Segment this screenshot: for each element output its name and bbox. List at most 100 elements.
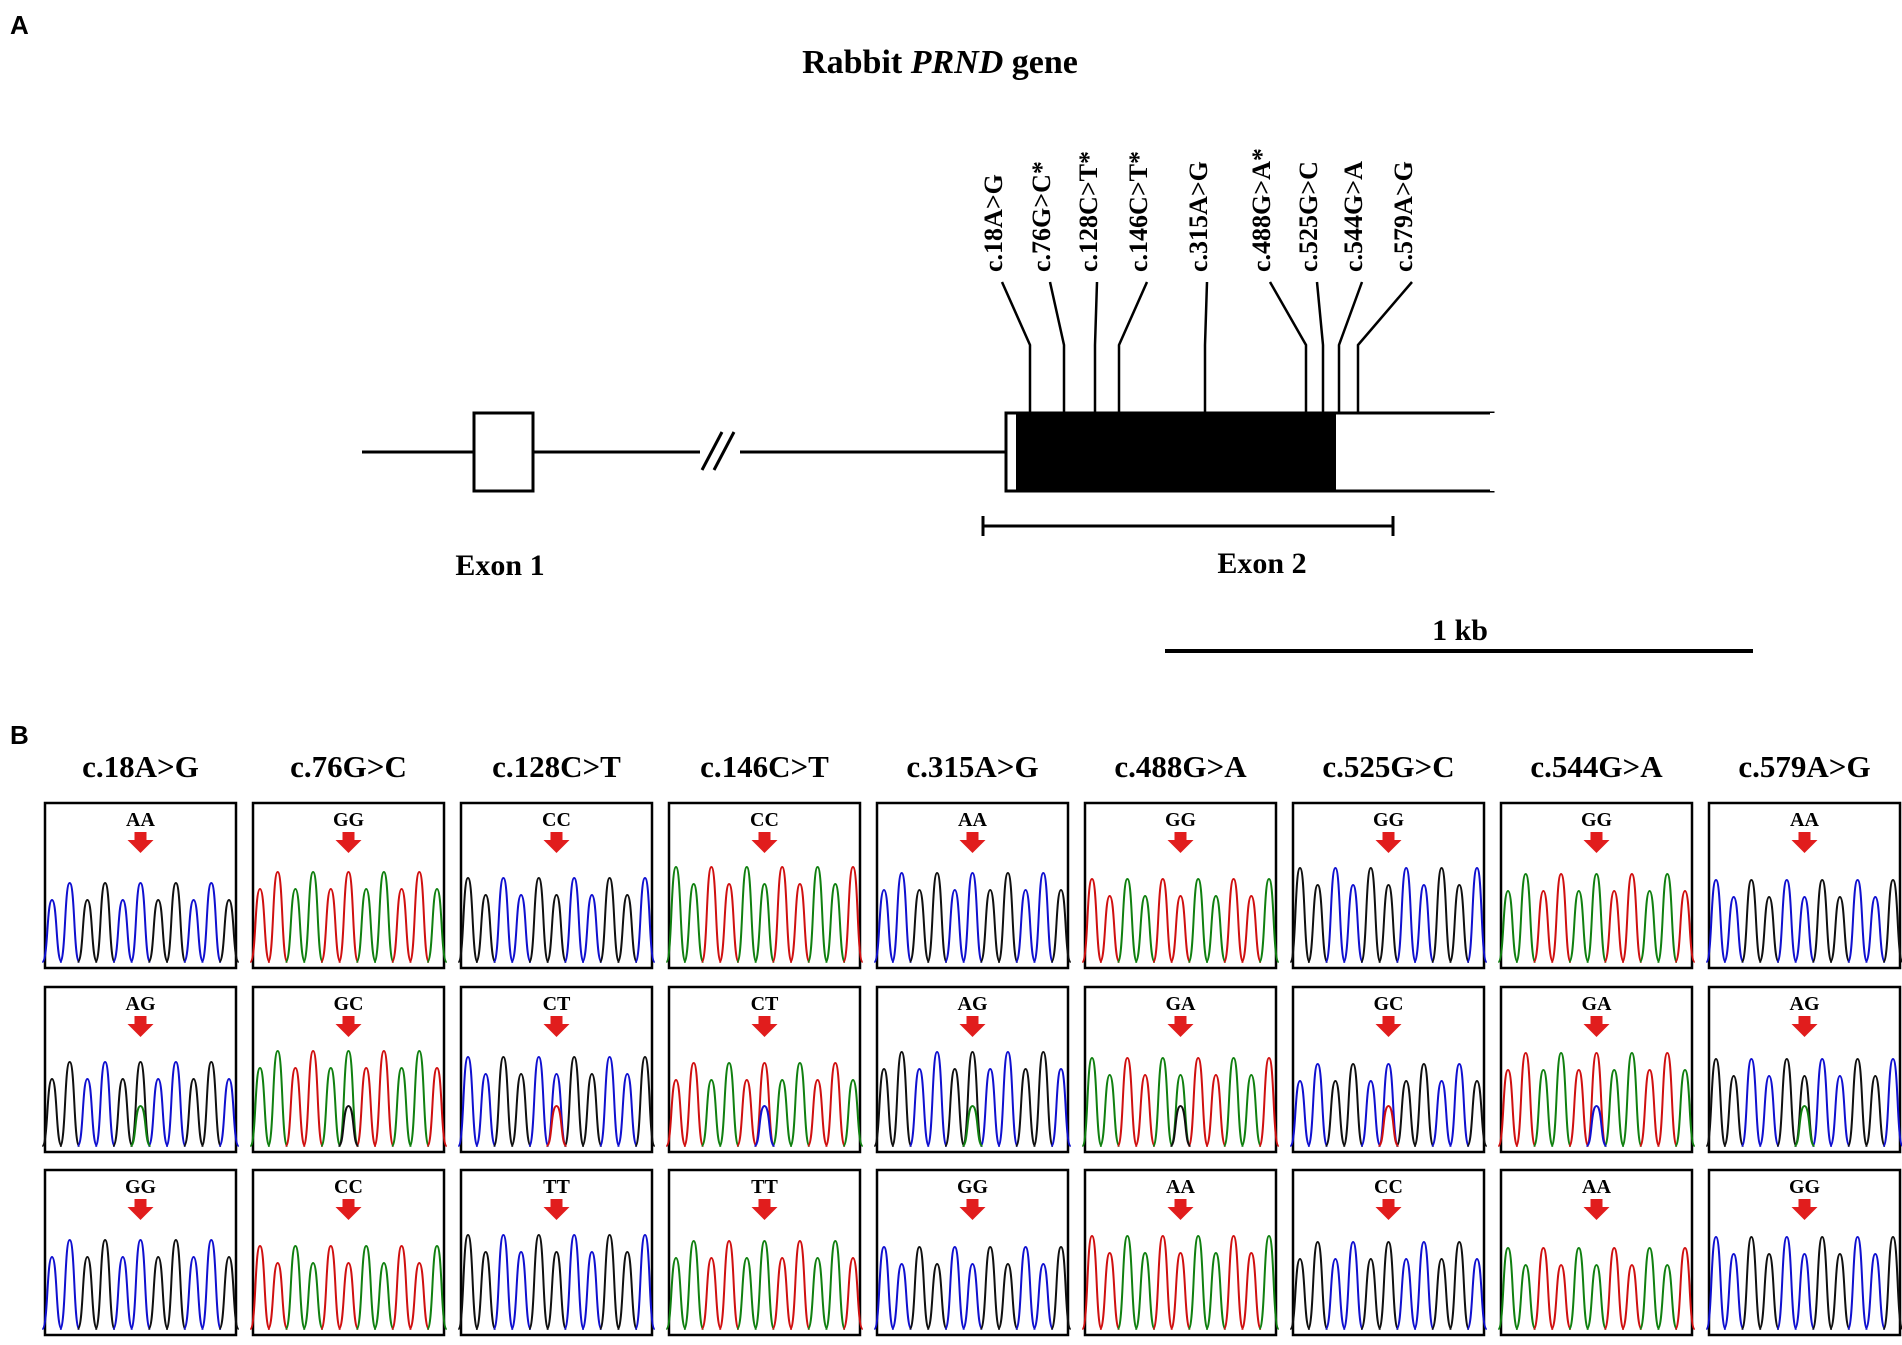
chromatogram-trace [249, 1244, 448, 1330]
snp-label: c.544G>A [1339, 161, 1368, 272]
chromatogram-frame [875, 1168, 1070, 1337]
chromatogram-frame [667, 985, 862, 1154]
genotype-label: CC [334, 1176, 363, 1198]
genotype-label: AA [1166, 1176, 1195, 1198]
position-arrow-icon [1791, 1199, 1818, 1220]
snp-label: c.488G>A* [1247, 148, 1276, 272]
chromatogram-panel: AA [1497, 1168, 1696, 1337]
genotype-label: GC [1374, 993, 1404, 1015]
snp-column-header: c.76G>C [290, 749, 407, 784]
chromatogram-panel: CC [457, 801, 656, 970]
genotype-label: AG [126, 993, 156, 1015]
chromatogram-frame [43, 801, 238, 970]
snp-label: c.76G>C* [1027, 161, 1056, 272]
chromatogram-trace [665, 865, 864, 963]
snp-column-header: c.315A>G [906, 749, 1038, 784]
chromatogram-frame [1707, 985, 1902, 1154]
chromatogram-frame [1499, 985, 1694, 1154]
position-arrow-icon [1375, 832, 1402, 853]
position-arrow-icon [1167, 1199, 1194, 1220]
snp-leader-line [1048, 281, 1066, 413]
position-arrow-icon [335, 832, 362, 853]
snp-leader-line [1093, 281, 1099, 413]
position-arrow-icon [959, 1016, 986, 1037]
snp-leader-line [1117, 281, 1149, 413]
snp-column-header: c.579A>G [1738, 749, 1870, 784]
genotype-label: GG [1373, 809, 1405, 831]
snp-column-header: c.488G>A [1114, 749, 1247, 784]
chromatogram-panel: AA [1081, 1168, 1280, 1337]
genotype-label: AA [1582, 1176, 1611, 1198]
chromatogram-panel: AA [1705, 801, 1902, 970]
genotype-label: TT [543, 1176, 570, 1198]
genotype-label: AA [1790, 809, 1819, 831]
position-arrow-icon [335, 1016, 362, 1037]
chromatogram-frame [43, 985, 238, 1154]
chromatogram-trace [1289, 866, 1488, 963]
snp-leader-line [1337, 281, 1364, 413]
chromatogram-panel: TT [457, 1168, 656, 1337]
chromatogram-trace [1497, 1246, 1696, 1330]
snp-column-header: c.544G>A [1530, 749, 1663, 784]
chromatogram-panel: CC [1289, 1168, 1488, 1337]
chromatogram-trace [1081, 877, 1280, 963]
snp-label: c.128C>T* [1074, 151, 1103, 272]
chromatogram-trace [41, 1060, 240, 1147]
snp-column-header: c.128C>T [492, 749, 621, 784]
chromatogram-trace [1081, 1056, 1280, 1147]
chromatogram-frame [43, 1168, 238, 1337]
chromatogram-frame [875, 801, 1070, 970]
exon1-box [472, 411, 535, 493]
snp-leader-line [1315, 281, 1325, 413]
chromatogram-panel: GC [249, 985, 448, 1154]
chromatogram-panel: GA [1081, 985, 1280, 1154]
position-arrow-icon [1167, 832, 1194, 853]
chromatogram-frame [1499, 1168, 1694, 1337]
position-arrow-icon [1583, 1016, 1610, 1037]
coding-region [1016, 413, 1336, 491]
position-arrow-icon [127, 832, 154, 853]
position-arrow-icon [335, 1199, 362, 1220]
position-arrow-icon [959, 1199, 986, 1220]
chromatogram-frame [459, 801, 654, 970]
exon1-label: Exon 1 [455, 549, 544, 582]
chromatogram-panel: GG [1081, 801, 1280, 970]
position-arrow-icon [1791, 832, 1818, 853]
chromatogram-trace [873, 1245, 1072, 1330]
scale-label: 1 kb [1432, 614, 1488, 647]
position-arrow-icon [543, 1016, 570, 1037]
position-arrow-icon [1583, 832, 1610, 853]
genotype-label: CC [542, 809, 571, 831]
chromatogram-panel: AG [873, 985, 1072, 1154]
position-arrow-icon [751, 832, 778, 853]
snp-leader-line [1268, 281, 1308, 413]
chromatogram-frame [251, 985, 446, 1154]
chromatogram-panel: CT [665, 985, 864, 1154]
genotype-label: AG [958, 993, 988, 1015]
chromatogram-panel: GG [1289, 801, 1488, 970]
position-arrow-icon [543, 1199, 570, 1220]
exon2-label: Exon 2 [1217, 547, 1306, 580]
chromatogram-trace [41, 881, 240, 963]
chromatogram-trace [249, 870, 448, 963]
genotype-label: CT [751, 993, 779, 1015]
chromatogram-panel: AG [41, 985, 240, 1154]
snp-marker: c.76G>C* [1027, 161, 1066, 413]
chromatogram-frame [251, 1168, 446, 1337]
genotype-label: AA [958, 809, 987, 831]
position-arrow-icon [751, 1016, 778, 1037]
chromatogram-trace [1705, 1235, 1902, 1330]
snp-marker: c.544G>A [1337, 161, 1368, 413]
chromatogram-trace [1289, 1240, 1488, 1330]
snp-label: c.579A>G [1389, 161, 1418, 272]
genotype-label: GC [334, 993, 364, 1015]
chromatogram-frame [667, 1168, 862, 1337]
chromatogram-trace [1705, 1057, 1902, 1147]
genotype-label: GG [333, 809, 365, 831]
chromatogram-panel: GA [1497, 985, 1696, 1154]
chromatogram-frame [1707, 1168, 1902, 1337]
chromatogram-frame [1499, 801, 1694, 970]
chromatogram-trace [1497, 1051, 1696, 1147]
snp-label: c.18A>G [979, 174, 1008, 272]
